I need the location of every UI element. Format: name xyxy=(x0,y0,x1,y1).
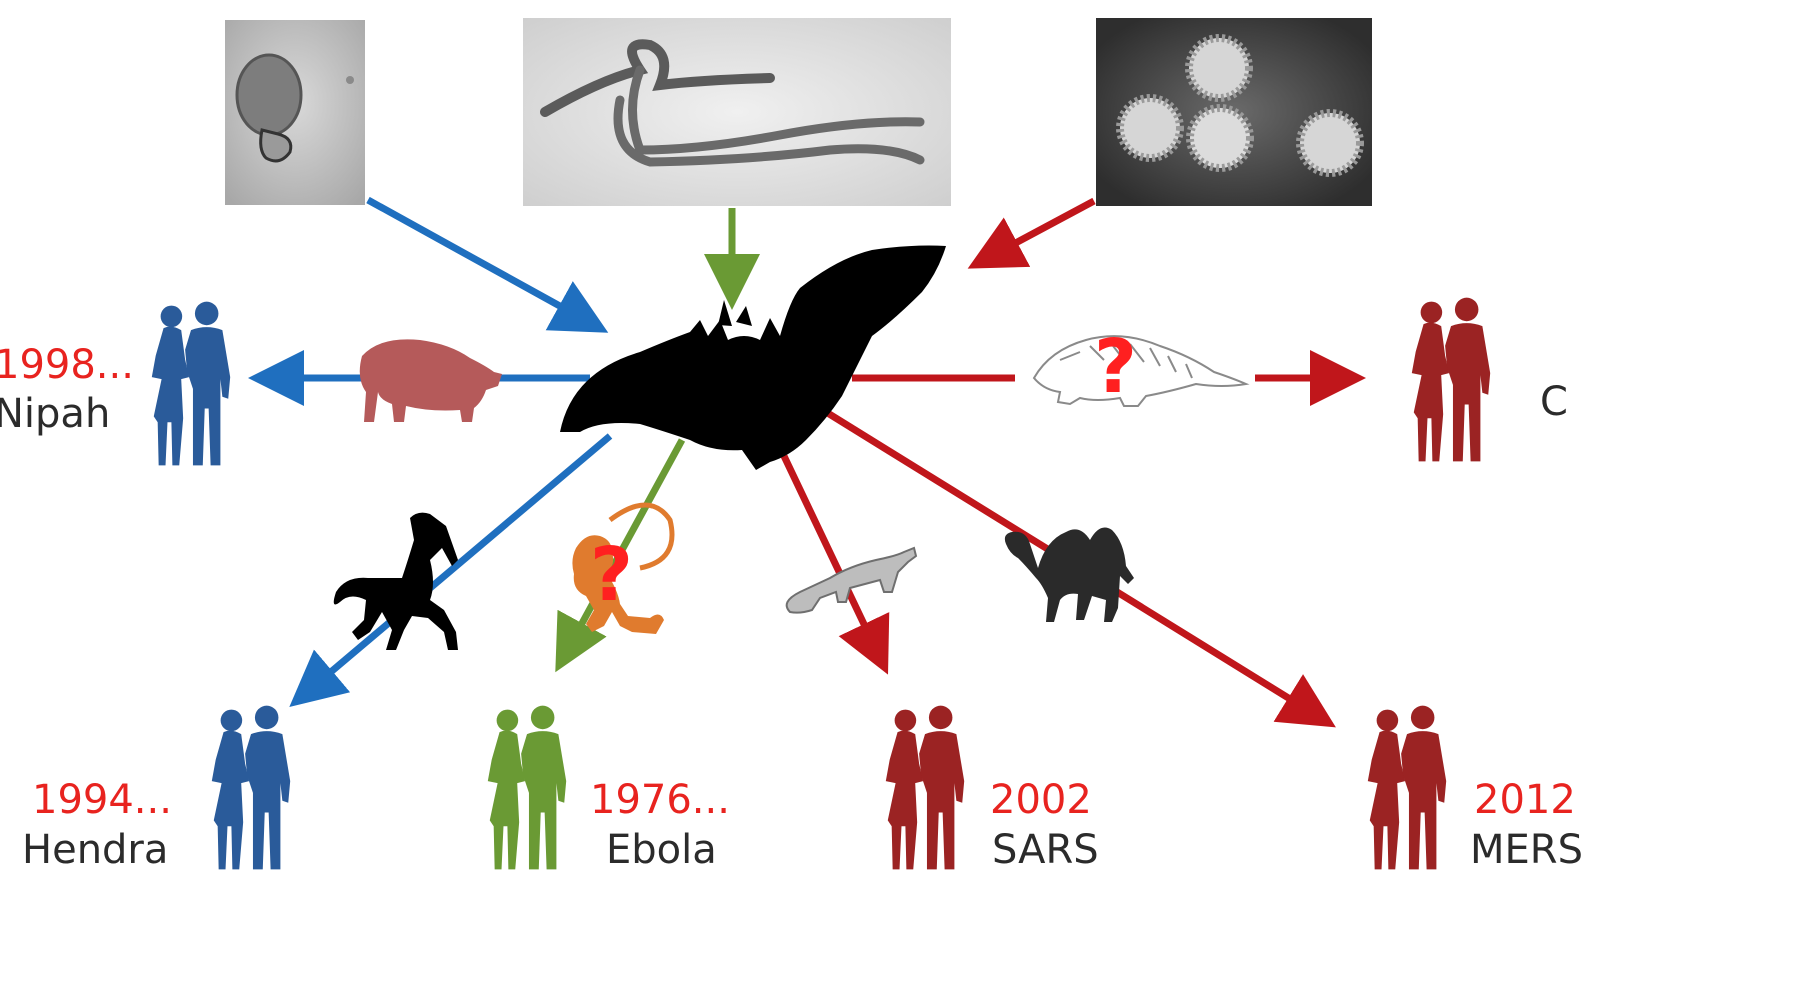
ebola-micrograph-frame xyxy=(523,18,951,206)
ebola-year-label: 1976... xyxy=(590,778,730,822)
hendra-name-label: Hendra xyxy=(22,828,168,872)
human-couple-ebola-icon xyxy=(488,706,566,870)
ebola-micrograph xyxy=(523,18,951,206)
human-couple-hendra-icon xyxy=(212,706,290,870)
mers-year-label: 2012 xyxy=(1474,778,1576,822)
covid-name-label: C xyxy=(1540,380,1568,424)
arrow-corona-to-bat xyxy=(980,201,1094,262)
pig-icon xyxy=(360,339,502,422)
human-couple-sars-icon xyxy=(886,706,964,870)
pangolin-icon xyxy=(1034,336,1246,406)
coronavirus-particle-3 xyxy=(1190,108,1250,168)
coronavirus-particle-2 xyxy=(1120,98,1180,158)
monkey-question-mark: ? xyxy=(590,532,633,618)
pangolin-question-mark: ? xyxy=(1094,324,1137,410)
coronavirus-particle-4 xyxy=(1300,113,1360,173)
nipah-name-label: Nipah xyxy=(0,392,110,436)
bat-silhouette-icon xyxy=(560,246,946,471)
sars-name-label: SARS xyxy=(992,828,1099,872)
sars-year-label: 2002 xyxy=(990,778,1092,822)
arrow-bat-to-sars xyxy=(784,456,882,662)
nipah-year-label: 1998... xyxy=(0,343,134,387)
camel-icon xyxy=(1005,528,1134,622)
nipah-particle xyxy=(237,55,301,135)
human-couple-mers-icon xyxy=(1368,706,1446,870)
human-couple-nipah-icon xyxy=(152,302,230,466)
nipah-micrograph xyxy=(225,20,365,205)
coronavirus-micrograph xyxy=(1096,18,1372,206)
human-couple-covid-icon xyxy=(1412,298,1490,462)
arrow-nipah-to-bat xyxy=(368,200,596,326)
mers-name-label: MERS xyxy=(1470,828,1583,872)
nipah-debris xyxy=(346,76,354,84)
coronavirus-particle-1 xyxy=(1189,38,1249,98)
ebola-name-label: Ebola xyxy=(606,828,717,872)
hendra-year-label: 1994... xyxy=(32,778,172,822)
